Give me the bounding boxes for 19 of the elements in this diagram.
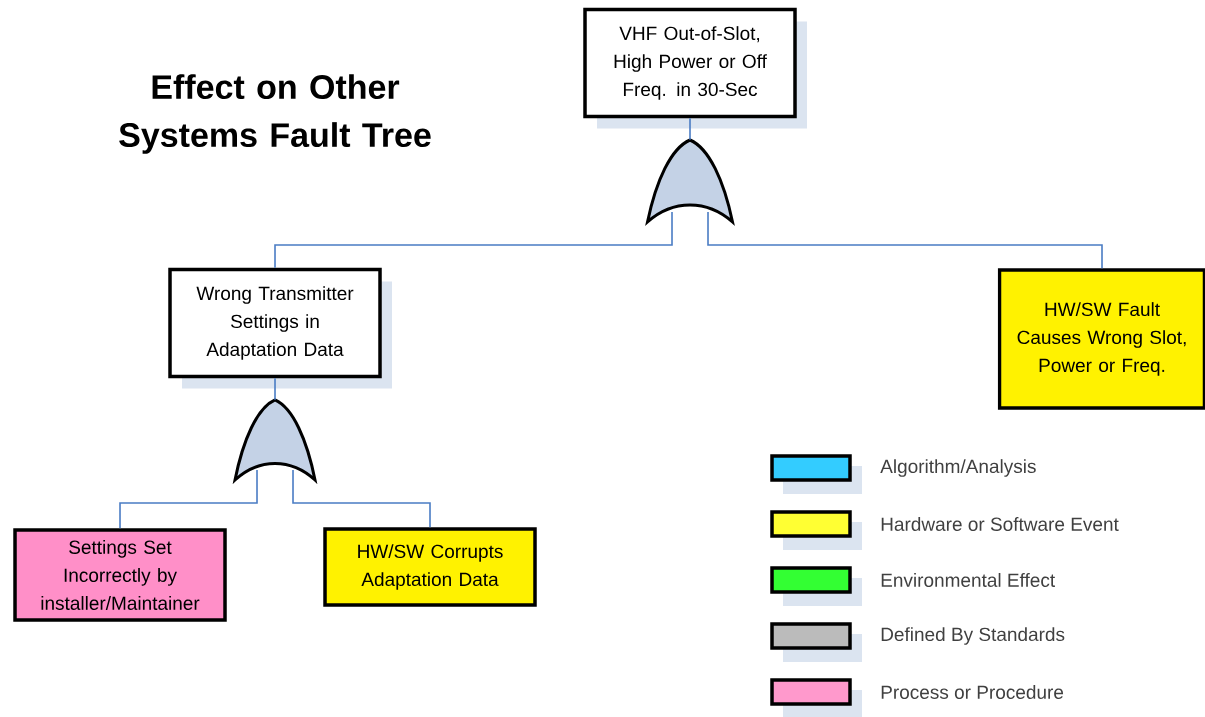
or-gate (233, 398, 317, 482)
legend-label: Algorithm/Analysis (880, 459, 1036, 477)
legend-label: Hardware or Software Event (881, 517, 1119, 531)
connector-line (292, 469, 431, 529)
legend-label: Process or Procedure (881, 685, 1064, 699)
connector-line (119, 469, 258, 530)
event-box: VHF Out-of-Slot, High Power or Off Freq. in 30-Sec (583, 7, 807, 129)
event-box: Wrong Transmitter Settings in Adaptation Data (168, 267, 392, 389)
connector-line (707, 211, 1103, 270)
legend-label: Defined By Standards (881, 627, 1065, 645)
title: Effect on Other Systems Fault Tree (119, 74, 431, 154)
connector-line (274, 377, 276, 401)
legend-label: Environmental Effect (881, 573, 1055, 587)
or-gate (646, 138, 734, 224)
connector-line (689, 117, 691, 141)
event-box: Settings Set Incorrectly by installer/Maintainer (13, 528, 227, 622)
event-box: HW/SW Fault Causes Wrong Slot, Power or Freq. (997, 268, 1205, 410)
event-box: HW/SW Corrupts Adaptation Data (323, 527, 537, 607)
connector-line (274, 211, 673, 269)
